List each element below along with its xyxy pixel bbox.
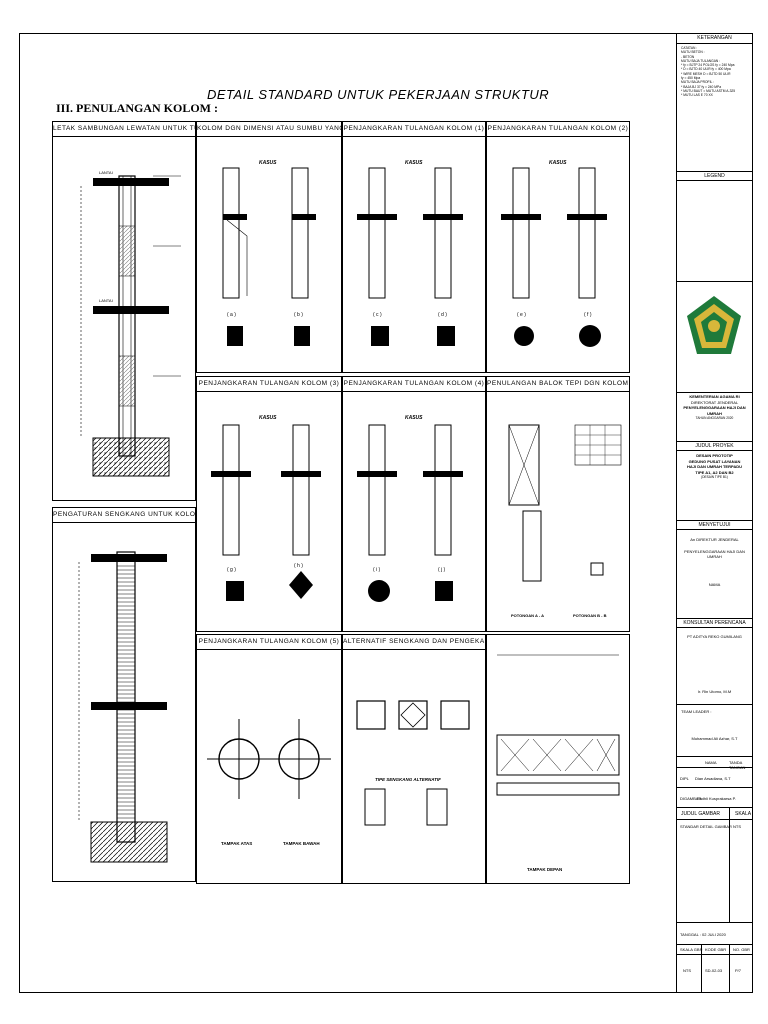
edge-beam-drawing: POTONGAN A - A POTONGAN B - B <box>508 424 622 618</box>
svg-text:POTONGAN B - B: POTONGAN B - B <box>573 613 607 618</box>
svg-text:( e ): ( e ) <box>517 312 526 318</box>
panel-tulangan-4: PENJANGKARAN TULANGAN KOLOM (4) KASUS ( … <box>342 376 486 632</box>
anchorage-2-drawing: KASUS ( e ) ( f ) <box>501 160 607 347</box>
svg-text:POTONGAN A - A: POTONGAN A - A <box>511 613 544 618</box>
judul-proyek-header: JUDUL PROYEK <box>677 441 752 451</box>
dipl-name: Dian Arsadiana, S.T <box>695 776 731 781</box>
panel-tulangan-1: PENJANGKARAN TULANGAN KOLOM (1) KASUS ( … <box>342 121 486 373</box>
judul-proyek: DESAIN PROTOTIP GEDUNG PUSAT LAYANAN HAJ… <box>686 453 743 479</box>
stirrup-alternative-drawing: TIPE SENGKANG ALTERNATIF <box>356 700 470 826</box>
nama-col: NAMA <box>705 760 717 765</box>
svg-text:( f ): ( f ) <box>584 312 592 318</box>
skala-label: SKALA <box>735 811 752 817</box>
svg-text:KASUS: KASUS <box>259 415 277 421</box>
menyetujui-header: MENYETUJUI <box>677 520 752 530</box>
drawing-sheet <box>19 33 677 993</box>
anchorage-5-drawing: TAMPAK ATAS TAMPAK BAWAH <box>207 719 331 846</box>
tanda-tangan-col: TANDA TANGAN <box>729 760 746 770</box>
panel-title: PENJANGKARAN TULANGAN KOLOM (1) <box>343 122 485 137</box>
menyetujui-block: An DIREKTUR JENDERAL PENYELENGGARAAN HAJ… <box>684 537 745 587</box>
tanggal: TANGGAL : 02 JULI 2020 <box>680 932 726 937</box>
svg-text:KASUS: KASUS <box>549 160 567 166</box>
kode-gbr-value: SD-02-03 <box>705 968 723 973</box>
panel-title: PENJANGKARAN TULANGAN KOLOM (2) <box>487 122 629 137</box>
svg-text:TIPE SENGKANG ALTERNATIF: TIPE SENGKANG ALTERNATIF <box>375 777 441 782</box>
panel-alternatif: ALTERNATIF SENGKANG DAN PENGEKANG TIPE S… <box>342 634 486 884</box>
svg-text:TAMPAK DEPAN: TAMPAK DEPAN <box>527 867 562 872</box>
case-a-label: ( a ) <box>227 312 236 318</box>
team-leader-label: TEAM LEADER : <box>681 709 712 714</box>
front-view-drawing: TAMPAK DEPAN <box>496 654 620 872</box>
kasus-label: KASUS <box>259 160 277 166</box>
panel-sengkang: PENGATURAN SENGKANG UNTUK KOLOM <box>52 507 196 882</box>
panel-title: PENGATURAN SENGKANG UNTUK KOLOM <box>53 508 195 523</box>
panel-dimensi: KOLOM DGN DIMENSI ATAU SUMBU YANG BERBED… <box>196 121 342 373</box>
kemenag-logo <box>687 296 741 354</box>
panel-tulangan-3: PENJANGKARAN TULANGAN KOLOM (3) KASUS ( … <box>196 376 342 632</box>
section-title: III. PENULANGAN KOLOM : <box>56 101 219 115</box>
svg-text:( c ): ( c ) <box>373 312 382 318</box>
panel-balok-tepi: PENULANGAN BALOK TEPI DGN KOLOM SETEMPAT… <box>486 376 630 632</box>
panel-sambungan: LETAK SAMBUNGAN LEWATAN UNTUK TUL. KOLOM… <box>52 121 196 501</box>
panel-title: PENULANGAN BALOK TEPI DGN KOLOM SETEMPAT <box>487 377 629 392</box>
svg-text:TAMPAK ATAS: TAMPAK ATAS <box>221 841 252 846</box>
instansi-block: KEMENTERIAN AGAMA RI DIREKTORAT JENDERAL… <box>683 394 746 420</box>
svg-text:LANTAI: LANTAI <box>99 298 113 303</box>
svg-text:( g ): ( g ) <box>227 567 236 573</box>
skala-value: NTS <box>733 824 741 829</box>
notes: CATATAN : MUTU BETON : - BETON MUTU BAJA… <box>681 46 736 98</box>
anchorage-1-drawing: KASUS ( c ) ( d ) <box>357 160 463 346</box>
no-gbr-value: P/7 <box>735 968 742 973</box>
skala-gbr-value: NTS <box>683 968 691 973</box>
panel-tulangan-2: PENJANGKARAN TULANGAN KOLOM (2) KASUS ( … <box>486 121 630 373</box>
panel-title: PENJANGKARAN TULANGAN KOLOM (4) <box>343 377 485 392</box>
panel-tampak-depan: TAMPAK DEPAN <box>486 634 630 884</box>
judul-gambar-label: JUDUL GAMBAR <box>681 811 720 817</box>
stirrup-column-drawing <box>78 551 168 863</box>
anchorage-4-drawing: KASUS ( i ) ( j ) <box>357 415 463 602</box>
svg-text:TAMPAK BAWAH: TAMPAK BAWAH <box>283 841 320 846</box>
svg-text:( i ): ( i ) <box>373 567 381 573</box>
svg-text:LANTAI: LANTAI <box>99 170 113 175</box>
drawing-title: DETAIL STANDARD UNTUK PEKERJAAN STRUKTUR <box>207 87 550 102</box>
title-block: KETERANGAN CATATAN : MUTU BETON : - BETO… <box>677 33 753 993</box>
dimension-detail-drawing: KASUS ( a ) ( b ) <box>222 160 316 346</box>
panel-title: KOLOM DGN DIMENSI ATAU SUMBU YANG BERBED… <box>197 122 341 137</box>
panel-title: PENJANGKARAN TULANGAN KOLOM (3) <box>197 377 341 392</box>
legend-header: LEGEND <box>677 171 752 181</box>
svg-text:( d ): ( d ) <box>438 312 447 318</box>
keterangan-header: KETERANGAN <box>677 34 752 44</box>
panel-tulangan-5: PENJANGKARAN TULANGAN KOLOM (5) TAMPAK A… <box>196 634 342 884</box>
digambar-name: Fadhli Kusprakarsa P. <box>697 796 736 801</box>
team-leader-name: Muhammad Ali Azhar, S.T <box>691 736 738 741</box>
svg-text:KASUS: KASUS <box>405 415 423 421</box>
svg-text:( j ): ( j ) <box>438 567 446 573</box>
konsultan-header: KONSULTAN PERENCANA <box>677 618 752 628</box>
panel-title: PENJANGKARAN TULANGAN KOLOM (5) <box>197 635 341 650</box>
logo-area <box>677 281 752 393</box>
panel-title: LETAK SAMBUNGAN LEWATAN UNTUK TUL. KOLOM <box>53 122 195 137</box>
konsultan-sign: Ir. Rin Utomo, M.M <box>697 689 732 694</box>
splice-column-drawing: LANTAI LANTAI <box>80 170 181 477</box>
svg-text:KASUS: KASUS <box>405 160 423 166</box>
judul-gambar: STANDAR DETAIL GAMBAR <box>680 824 732 829</box>
svg-text:( h ): ( h ) <box>294 563 303 569</box>
case-b-label: ( b ) <box>294 312 303 318</box>
panel-title: ALTERNATIF SENGKANG DAN PENGEKANG <box>343 635 485 650</box>
konsultan-block: PT ADITYA REKO GUMILANG <box>687 634 742 639</box>
anchorage-3-drawing: KASUS ( g ) ( h ) <box>211 415 321 601</box>
